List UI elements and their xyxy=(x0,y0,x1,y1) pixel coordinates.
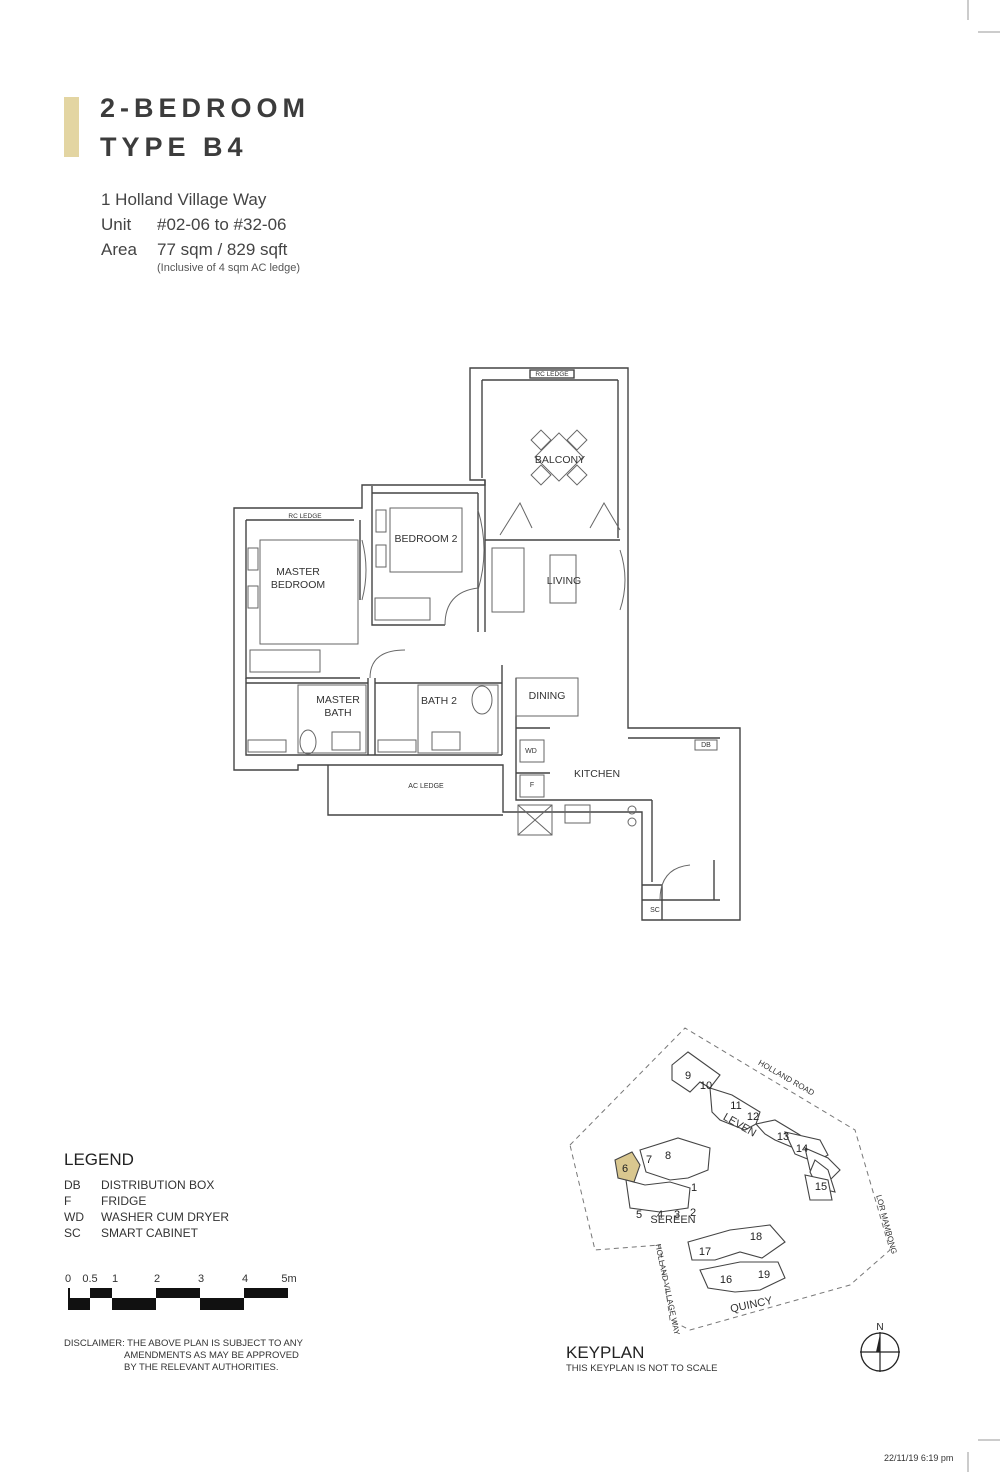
block-8: 8 xyxy=(665,1150,671,1162)
master-bedroom-label-1: MASTER xyxy=(276,566,320,578)
legend-title: LEGEND xyxy=(64,1150,134,1169)
bedroom2-label: BEDROOM 2 xyxy=(394,533,457,545)
ac-ledge-label: AC LEDGE xyxy=(408,783,444,790)
scale-label-0: 0 xyxy=(65,1273,71,1285)
area-label: Area xyxy=(101,240,137,259)
scale-label-3: 3 xyxy=(198,1273,204,1285)
dining-label: DINING xyxy=(529,690,566,702)
block-18: 18 xyxy=(750,1231,762,1243)
keyplan-map: 1 2 3 4 5 6 7 8 9 10 11 12 13 14 15 16 1… xyxy=(569,1027,899,1337)
master-bath-label-1: MASTER xyxy=(316,694,360,706)
keyplan-subtitle: THIS KEYPLAN IS NOT TO SCALE xyxy=(566,1363,718,1374)
block-14: 14 xyxy=(796,1143,808,1155)
legend-desc-wd: WASHER CUM DRYER xyxy=(101,1210,230,1224)
balcony-label: BALCONY xyxy=(535,454,585,466)
block-5: 5 xyxy=(636,1209,642,1221)
sc-label: SC xyxy=(650,907,660,914)
block-16: 16 xyxy=(720,1274,732,1286)
block-4: 4 xyxy=(657,1209,663,1221)
area-note: (Inclusive of 4 sqm AC ledge) xyxy=(157,262,301,274)
keyplan-title: KEYPLAN xyxy=(566,1343,645,1362)
area-value: 77 sqm / 829 sqft xyxy=(157,240,288,259)
accent-bar xyxy=(64,97,79,157)
block-19: 19 xyxy=(758,1269,770,1281)
compass-n-label: N xyxy=(876,1322,883,1333)
print-timestamp: 22/11/19 6:19 pm xyxy=(884,1453,954,1463)
highlighted-block-6 xyxy=(614,1151,641,1183)
block-15: 15 xyxy=(815,1181,827,1193)
disclaimer-line-3: BY THE RELEVANT AUTHORITIES. xyxy=(124,1362,279,1373)
legend-code-db: DB xyxy=(64,1178,81,1192)
block-13: 13 xyxy=(777,1131,789,1143)
scale-label-5m: 5m xyxy=(281,1273,296,1285)
rc-ledge-top-label: RC LEDGE xyxy=(535,371,569,378)
fridge-label: F xyxy=(530,782,534,789)
floor-plan: RC LEDGE RC LEDGE BALCONY BEDROOM 2 MAST… xyxy=(233,367,741,921)
legend-code-wd: WD xyxy=(64,1210,84,1224)
unit-label: Unit xyxy=(101,215,132,234)
legend-code-sc: SC xyxy=(64,1226,81,1240)
unit-type-title: 2-BEDROOM xyxy=(100,93,311,123)
unit-type-subtitle: TYPE B4 xyxy=(100,132,248,162)
scale-label-4: 4 xyxy=(242,1273,248,1285)
legend-desc-db: DISTRIBUTION BOX xyxy=(101,1178,215,1192)
disclaimer-line-1: DISCLAIMER: THE ABOVE PLAN IS SUBJECT TO… xyxy=(64,1338,303,1349)
master-bath-label-2: BATH xyxy=(324,707,351,719)
db-label: DB xyxy=(701,742,711,749)
living-label: LIVING xyxy=(547,575,581,587)
block-11: 11 xyxy=(730,1100,741,1112)
legend-desc-f: FRIDGE xyxy=(101,1194,147,1208)
block-12: 12 xyxy=(747,1111,759,1123)
unit-value: #02-06 to #32-06 xyxy=(157,215,287,234)
disclaimer-line-2: AMENDMENTS AS MAY BE APPROVED xyxy=(124,1350,299,1361)
holland-village-way-label: HOLLAND VILLAGE WAY xyxy=(653,1243,681,1336)
block-1: 1 xyxy=(691,1182,697,1194)
scale-label-1: 1 xyxy=(112,1273,118,1285)
legend-code-f: F xyxy=(64,1194,72,1208)
wd-label: WD xyxy=(525,748,537,755)
north-compass: N xyxy=(860,1322,900,1372)
scale-label-2: 2 xyxy=(154,1273,160,1285)
holland-road-label: HOLLAND ROAD xyxy=(757,1058,816,1097)
cluster-sereen-label: SEREEN xyxy=(650,1214,695,1226)
block-17: 17 xyxy=(699,1246,711,1258)
block-9: 9 xyxy=(685,1070,691,1082)
scale-bar: 0 0.5 1 2 3 4 5m xyxy=(65,1273,297,1310)
legend-desc-sc: SMART CABINET xyxy=(101,1226,198,1240)
rc-ledge-left-label: RC LEDGE xyxy=(288,513,322,520)
block-2: 2 xyxy=(690,1207,696,1219)
block-6: 6 xyxy=(622,1163,628,1175)
block-3: 3 xyxy=(674,1209,680,1221)
disclaimer: DISCLAIMER: THE ABOVE PLAN IS SUBJECT TO… xyxy=(64,1338,303,1374)
kitchen-label: KITCHEN xyxy=(574,768,620,780)
master-bedroom-label-2: BEDROOM xyxy=(271,579,325,591)
block-7: 7 xyxy=(646,1154,652,1166)
block-10: 10 xyxy=(700,1080,712,1092)
lor-mambong-label: LOR MAMBONG xyxy=(874,1194,898,1255)
address: 1 Holland Village Way xyxy=(101,190,267,209)
scale-label-0-5: 0.5 xyxy=(82,1273,97,1285)
bath2-label: BATH 2 xyxy=(421,695,457,707)
